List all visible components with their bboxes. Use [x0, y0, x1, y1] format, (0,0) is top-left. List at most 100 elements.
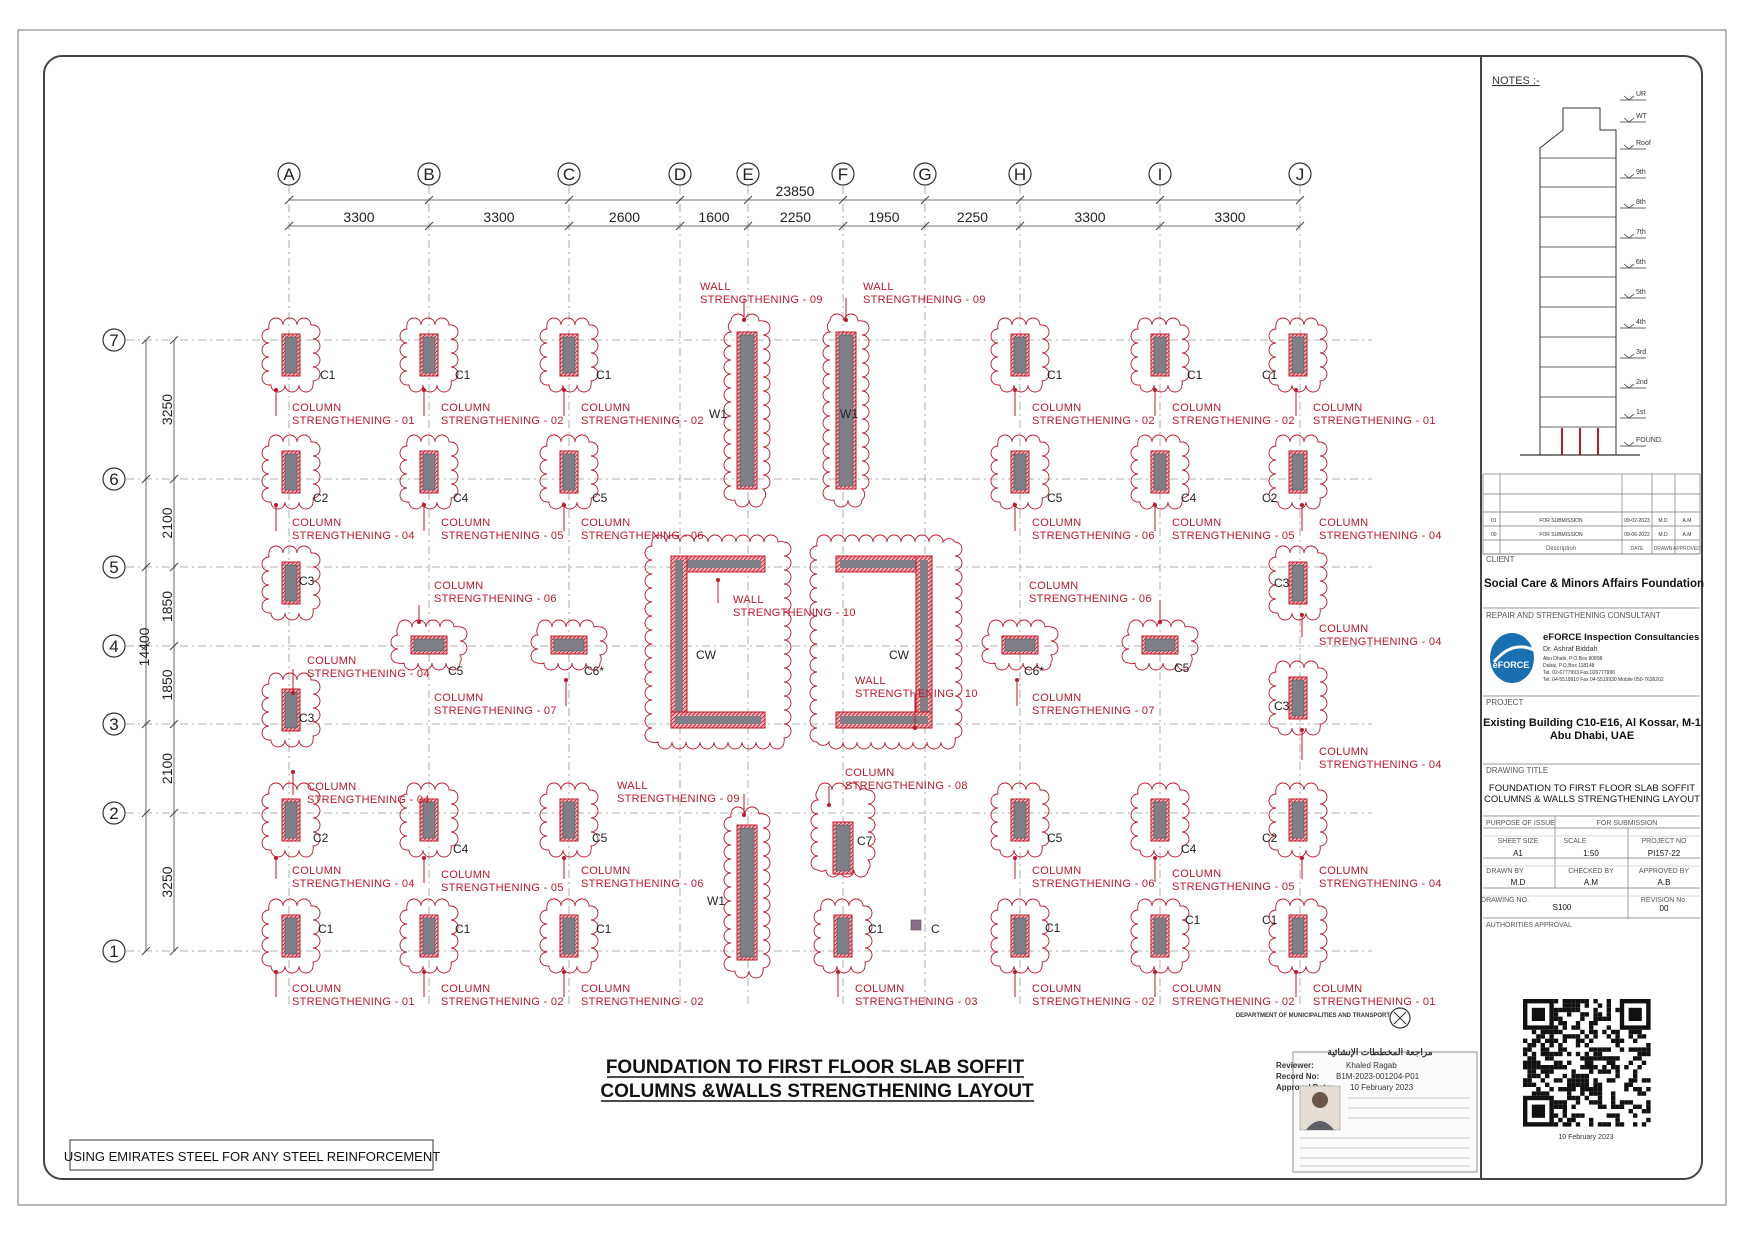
level-label: UR: [1636, 91, 1646, 98]
column: [1291, 917, 1305, 955]
qr-module: [1584, 1003, 1589, 1008]
qr-module: [1567, 1117, 1572, 1123]
column-label: C1: [1047, 368, 1063, 382]
svg-text:M.D: M.D: [1658, 518, 1668, 524]
callout-ws09-line2: STRENGTHENING - 09: [617, 793, 740, 805]
revision-cloud: [261, 545, 321, 621]
callout-cs06-arrow: [562, 856, 566, 860]
qr-module: [1589, 1100, 1594, 1105]
qr-module: [1633, 1122, 1638, 1127]
dim-overall-height: 14400: [136, 627, 152, 666]
callout-ws09-arrow: [844, 318, 848, 322]
level-arrow: [1623, 233, 1635, 239]
column: [1291, 564, 1305, 602]
dim-tick: [743, 221, 753, 231]
qr-module: [1593, 1065, 1598, 1070]
dim-row-spacing: 1850: [159, 591, 175, 622]
qr-module: [1558, 1051, 1563, 1057]
callout-cs02-arrow: [1013, 388, 1017, 392]
qr-module: [1615, 1122, 1620, 1127]
qr-module: [1567, 1087, 1572, 1092]
qr-module: [1606, 1007, 1611, 1013]
dim-tick: [141, 562, 151, 572]
grid-bubble: [102, 634, 126, 658]
qr-module: [1589, 1117, 1594, 1123]
core-wall: [675, 560, 683, 724]
column-label: C6*: [584, 664, 604, 678]
qr-module: [1628, 1047, 1633, 1052]
qr-module: [1589, 1069, 1594, 1074]
grid-label-col: H: [1014, 165, 1026, 184]
qr-module: [1611, 1029, 1616, 1035]
title-block: NOTES :- URWTRoof9th8th7th6th5th4th3rd2n…: [1481, 75, 1704, 1141]
qr-module: [1646, 1104, 1651, 1109]
svg-text:M.D: M.D: [1658, 532, 1668, 538]
dim-tick: [141, 808, 151, 818]
qr-module: [1567, 1095, 1572, 1101]
revision-cloud: [1268, 545, 1328, 621]
qr-module: [1545, 1091, 1550, 1096]
svg-text:CLIENT: CLIENT: [1486, 555, 1515, 564]
grid-label-col: G: [918, 165, 931, 184]
revision-cloud: [990, 898, 1050, 974]
qr-module: [1597, 1082, 1603, 1087]
level-label: 1st: [1636, 409, 1645, 416]
dim-col-spacing: 3300: [343, 209, 374, 225]
qr-module: [1584, 1051, 1589, 1057]
qr-module: [1584, 1073, 1589, 1079]
level-arrow: [1623, 413, 1635, 419]
column-label: C5: [592, 831, 608, 845]
svg-text:Tel. 04-5519910 Fax 04-551993: Tel. 04-5519910 Fax 04-5519930 Mobile 05…: [1543, 677, 1664, 683]
qr-module: [1584, 1012, 1589, 1017]
qr-module: [1540, 1043, 1545, 1048]
callout-cs06-arrow: [1013, 503, 1017, 507]
qr-module: [1589, 1087, 1594, 1092]
column: [284, 691, 298, 729]
building-outline: [1539, 107, 1617, 456]
qr-module: [1553, 1038, 1559, 1043]
level-label: WT: [1636, 113, 1648, 120]
grid-bubble: [102, 555, 126, 579]
qr-module: [1606, 1122, 1611, 1127]
qr-module: [1593, 1051, 1598, 1057]
callout-cs04-line1: COLUMN: [1319, 517, 1368, 529]
qr-module: [1567, 1034, 1572, 1039]
callout-cs02-line2: STRENGTHENING - 02: [1032, 415, 1155, 427]
qr-module: [1540, 1029, 1545, 1035]
dim-tick: [141, 641, 151, 651]
qr-module: [1523, 1060, 1528, 1065]
column-label: C1: [1262, 368, 1278, 382]
column: [1153, 917, 1167, 955]
dim-tick: [920, 221, 930, 231]
core-wall: [840, 560, 928, 568]
qr-module: [1580, 1113, 1585, 1118]
callout-cs02-arrow: [562, 388, 566, 392]
svg-text:09-02-2023: 09-02-2023: [1624, 518, 1650, 524]
qr-module: [1589, 1038, 1594, 1043]
callout-cs03-arrow: [836, 970, 840, 974]
callout-ws10-arrow: [716, 578, 720, 582]
column-label: C2: [313, 491, 329, 505]
grid-label-col: D: [674, 165, 686, 184]
callout-cs04-arrow: [1300, 613, 1304, 617]
qr-module: [1589, 1056, 1594, 1061]
revision-cloud: [644, 534, 792, 750]
qr-module: [1646, 1117, 1651, 1123]
callout-cs05-arrow: [422, 503, 426, 507]
dim-row-spacing: 3250: [159, 394, 175, 425]
dim-tick: [424, 195, 434, 205]
qr-module: [1540, 1091, 1545, 1096]
callout-cs02-arrow: [1153, 970, 1157, 974]
qr-module: [1593, 999, 1598, 1004]
svg-text:09-06-2022: 09-06-2022: [1624, 532, 1650, 538]
qr-module: [1633, 1113, 1638, 1118]
column: [422, 336, 436, 374]
qr-module: [1580, 999, 1585, 1004]
qr-module: [1606, 1056, 1611, 1061]
qr-module: [1646, 1051, 1651, 1057]
revision-cloud: [399, 434, 459, 510]
qr-module: [1567, 1091, 1572, 1096]
revision-cloud: [723, 806, 771, 979]
callout-cs04-line1: COLUMN: [292, 865, 341, 877]
callout-cs02-arrow: [422, 388, 426, 392]
